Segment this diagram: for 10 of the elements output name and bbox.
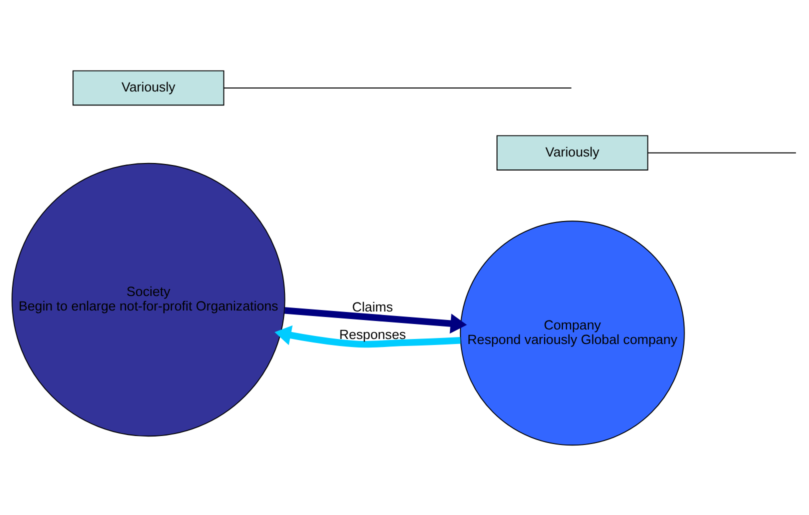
connector bbox=[647, 152, 796, 153]
node-box: Variously bbox=[72, 70, 224, 106]
edge-label: Responses bbox=[339, 326, 406, 342]
connector bbox=[223, 87, 572, 88]
node-circle: Society Begin to enlarge not-for-profit Organizations bbox=[12, 162, 286, 436]
node-box: Variously bbox=[496, 134, 648, 170]
arrow bbox=[284, 306, 467, 334]
edge-label: Claims bbox=[352, 298, 393, 314]
arrow bbox=[274, 324, 461, 348]
node-circle: Company Respond variously Global company bbox=[460, 220, 685, 446]
